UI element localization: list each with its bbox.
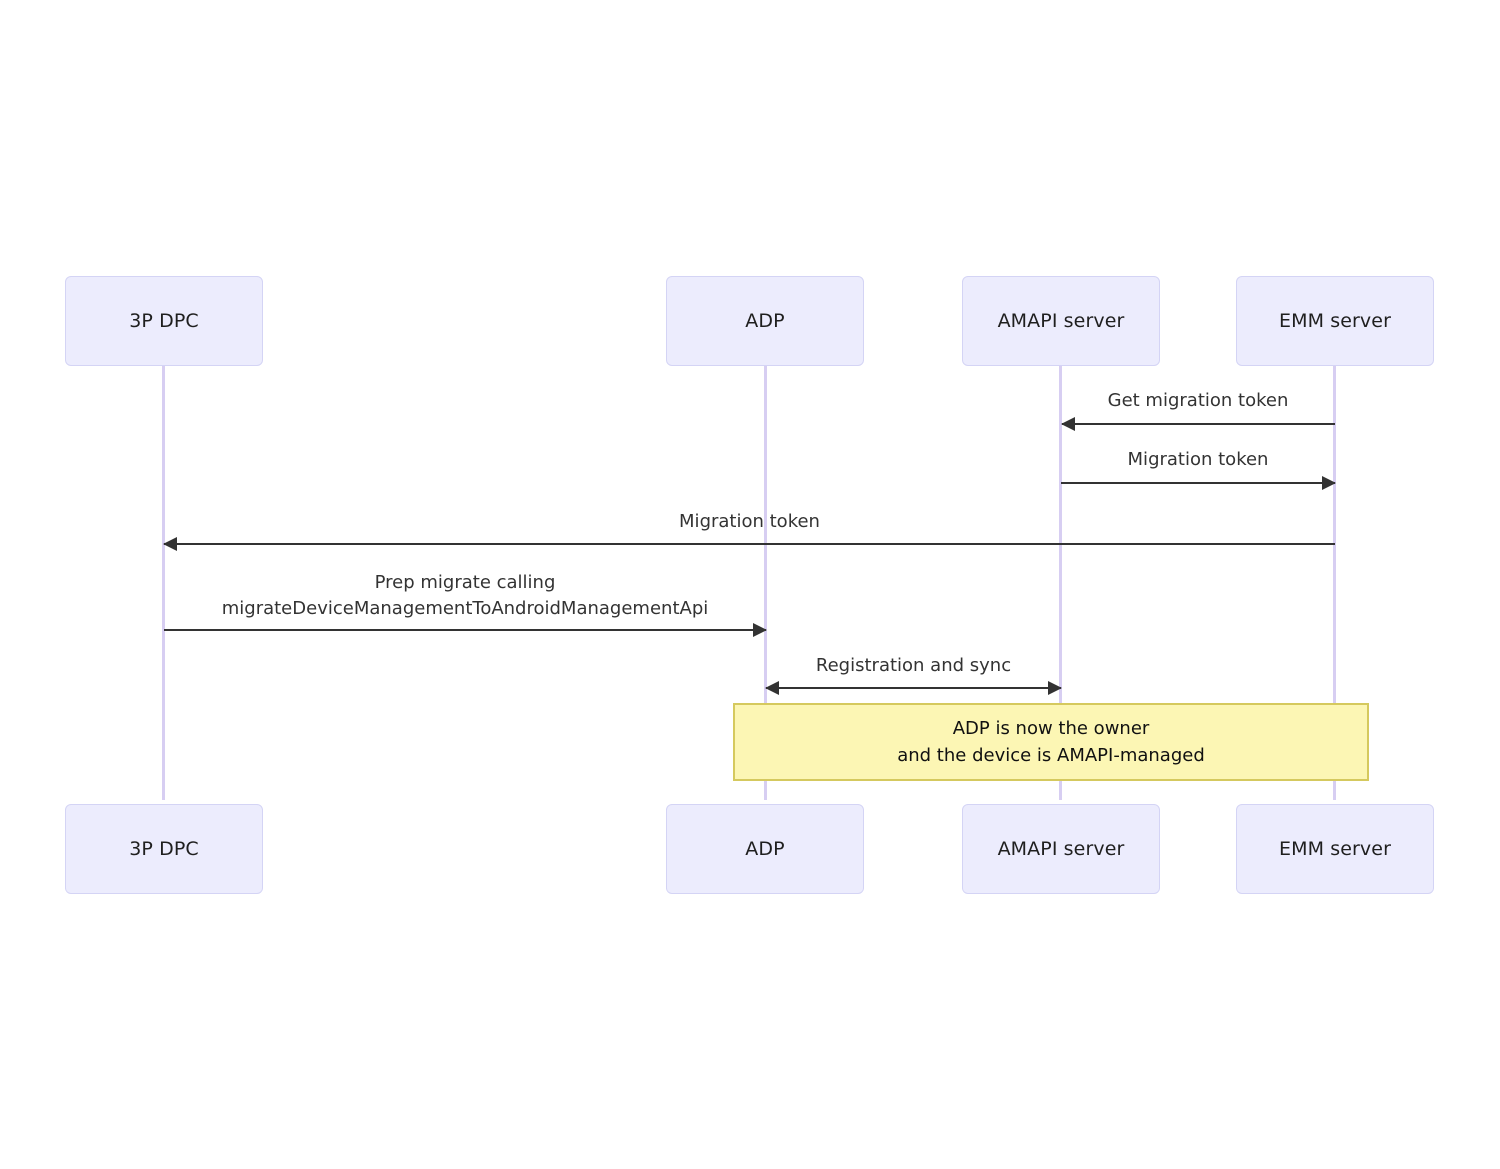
arrowhead-left-icon <box>163 537 177 551</box>
note-line-2: and the device is AMAPI-managed <box>897 745 1205 766</box>
message-label-migration-token-amapi-emm: Migration token <box>1127 449 1269 470</box>
participant-box-3p-dpc-bottom[interactable]: 3P DPC <box>65 804 263 894</box>
message-label-registration-and-sync: Registration and sync <box>815 655 1012 676</box>
arrowhead-left-icon <box>765 681 779 695</box>
participant-box-amapi-server-bottom[interactable]: AMAPI server <box>962 804 1160 894</box>
participant-label-adp-bottom: ADP <box>745 838 785 860</box>
message-line <box>164 543 1335 545</box>
arrowhead-left-icon <box>1061 417 1075 431</box>
message-label-prep-migrate: Prep migrate calling migrateDeviceManage… <box>164 570 766 622</box>
message-line <box>1061 482 1335 484</box>
message-line <box>766 687 1061 689</box>
message-label-line-2: migrateDeviceManagementToAndroidManageme… <box>221 598 709 619</box>
lifeline-amapi-server <box>1059 366 1062 800</box>
arrowhead-right-icon <box>753 623 767 637</box>
participant-box-amapi-server-top[interactable]: AMAPI server <box>962 276 1160 366</box>
participant-label-amapi-server-bottom: AMAPI server <box>997 838 1125 860</box>
participant-box-adp-bottom[interactable]: ADP <box>666 804 864 894</box>
participant-label-3p-dpc-bottom: 3P DPC <box>129 838 199 860</box>
participant-box-emm-server-top[interactable]: EMM server <box>1236 276 1434 366</box>
participant-label-emm-server-bottom: EMM server <box>1279 838 1391 860</box>
message-line <box>1062 423 1335 425</box>
message-label-migration-token-emm-dpc: Migration token <box>679 511 820 532</box>
participant-label-emm-server-top: EMM server <box>1279 310 1391 332</box>
lifeline-3p-dpc <box>162 366 165 800</box>
arrowhead-right-icon <box>1048 681 1062 695</box>
participant-box-3p-dpc-top[interactable]: 3P DPC <box>65 276 263 366</box>
participant-box-emm-server-bottom[interactable]: EMM server <box>1236 804 1434 894</box>
participant-label-adp-top: ADP <box>745 310 785 332</box>
note-line-1: ADP is now the owner <box>952 718 1150 739</box>
participant-label-amapi-server-top: AMAPI server <box>997 310 1125 332</box>
message-label-line-1: Prep migrate calling <box>374 572 556 593</box>
message-label-get-migration-token: Get migration token <box>1107 390 1289 411</box>
message-line <box>164 629 766 631</box>
participant-box-adp-top[interactable]: ADP <box>666 276 864 366</box>
lifeline-adp <box>764 366 767 800</box>
note-adp-owner: ADP is now the owner and the device is A… <box>733 703 1369 781</box>
participant-label-3p-dpc-top: 3P DPC <box>129 310 199 332</box>
lifeline-emm-server <box>1333 366 1336 800</box>
arrowhead-right-icon <box>1322 476 1336 490</box>
